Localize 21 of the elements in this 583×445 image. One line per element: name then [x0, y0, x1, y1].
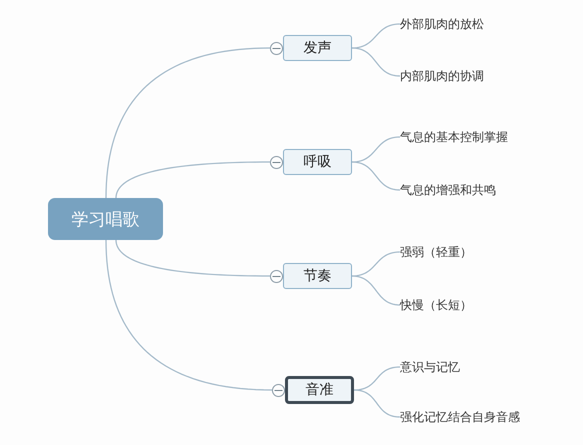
subtopic-text: 气息的基本控制掌握	[400, 129, 508, 145]
subtopic-text: 内部肌肉的协调	[400, 68, 484, 84]
topic-box: 呼吸	[283, 149, 352, 175]
connector-line	[115, 161, 270, 198]
connector-line	[352, 161, 400, 191]
connector-line	[115, 240, 270, 277]
subtopic-text: 外部肌肉的放松	[400, 16, 484, 32]
topic-box: 发声	[283, 35, 352, 61]
subtopic-text: 快慢（长短）	[400, 297, 472, 313]
topic-box: 节奏	[283, 263, 352, 289]
connector-line	[352, 275, 400, 306]
connector-line	[352, 47, 400, 77]
topic-box: 音准	[285, 376, 354, 404]
subtopic-text: 气息的增强和共鸣	[400, 182, 496, 198]
connector-line	[105, 47, 270, 198]
connector-line	[354, 389, 400, 418]
subtopic-text: 强化记忆结合自身音感	[400, 409, 520, 425]
subtopic-text: 强弱（轻重）	[400, 244, 472, 260]
subtopic-text: 意识与记忆	[400, 359, 460, 375]
connector-line	[105, 240, 272, 391]
central-topic: 学习唱歌	[48, 198, 163, 240]
